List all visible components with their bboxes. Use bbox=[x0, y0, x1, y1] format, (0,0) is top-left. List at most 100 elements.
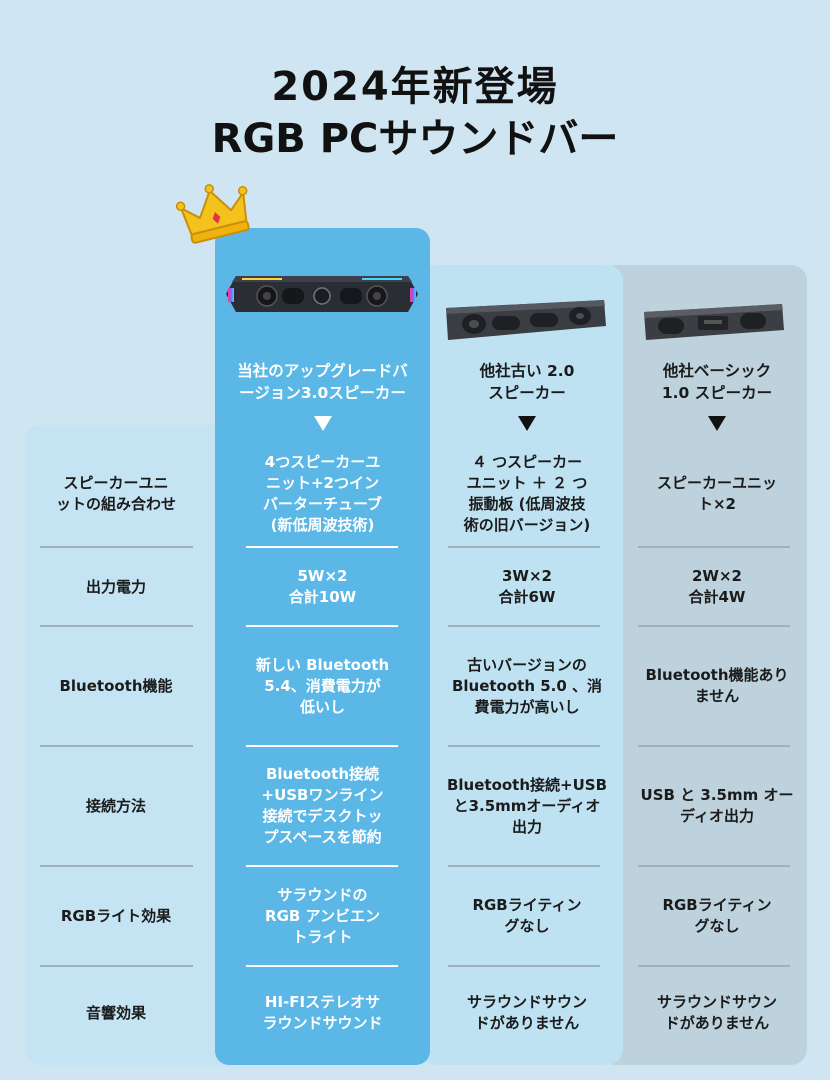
basic-1-0-soundbar-image bbox=[644, 304, 784, 340]
row-label-bluetooth: Bluetooth機能 bbox=[26, 627, 206, 745]
row-divider bbox=[448, 965, 600, 967]
cell-line: 費電力が高いし bbox=[474, 697, 580, 716]
cell-line: グなし bbox=[504, 917, 550, 935]
column-header-basic-line2: 1.0 スピーカー bbox=[661, 384, 773, 402]
row-divider bbox=[638, 625, 790, 627]
old-2-0-soundbar-image bbox=[446, 300, 606, 340]
row-label-line: Bluetooth機能 bbox=[59, 676, 173, 695]
cell-line: +USBワンライン bbox=[261, 786, 384, 804]
cell-line: Bluetooth 5.0 、消 bbox=[451, 676, 603, 695]
cell-old-sound-effect: サラウンドサウンドがありません bbox=[422, 967, 632, 1059]
cell-line: RGB アンビエン bbox=[265, 906, 380, 925]
row-label-connection: 接続方法 bbox=[26, 747, 206, 865]
cell-line: (新低周波技術) bbox=[270, 516, 375, 534]
down-arrow-icon bbox=[314, 416, 332, 431]
cell-line: RGBライティン bbox=[472, 896, 582, 914]
column-header-old-line1: 他社古い 2.0 bbox=[479, 362, 575, 380]
old-speaker-column-panel bbox=[420, 265, 623, 1065]
row-divider bbox=[246, 865, 398, 867]
cell-line: 低いし bbox=[299, 697, 345, 716]
cell-basic-speaker-units: スピーカーユニット×2 bbox=[612, 440, 822, 548]
cell-line: 合計4W bbox=[688, 588, 746, 606]
cell-ours-bluetooth: 新しい Bluetooth 5.4、消費電力が低いし bbox=[215, 627, 430, 745]
row-divider bbox=[448, 625, 600, 627]
row-divider bbox=[638, 745, 790, 747]
column-header-basic: 他社ベーシック 1.0 スピーカー bbox=[612, 360, 822, 404]
column-header-basic-line1: 他社ベーシック bbox=[662, 362, 772, 380]
cell-old-output-power: 3W×2 合計6W bbox=[422, 548, 632, 626]
basic-speaker-column-panel bbox=[600, 265, 807, 1065]
cell-line: バーターチューブ bbox=[262, 495, 383, 513]
cell-line: Bluetooth接続+USB bbox=[446, 775, 608, 794]
row-divider bbox=[638, 865, 790, 867]
cell-line: トライト bbox=[292, 927, 353, 946]
cell-line: 4つスピーカーユ bbox=[264, 453, 381, 471]
cell-old-speaker-units: ４ つスピーカーユニット ＋ ２ つ振動板 (低周波技術の旧バージョン) bbox=[422, 440, 632, 548]
rgb-soundbar-image bbox=[226, 276, 418, 312]
row-label-line: 接続方法 bbox=[85, 796, 146, 815]
cell-line: ユニット ＋ ２ つ bbox=[466, 474, 588, 492]
column-header-ours-line1: 当社のアップグレードバ bbox=[237, 362, 408, 380]
column-header-old: 他社古い 2.0 スピーカー bbox=[422, 360, 632, 404]
row-label-output-power: 出力電力 bbox=[26, 548, 206, 626]
cell-line: ニット+2つイン bbox=[265, 474, 379, 492]
cell-line: USB と 3.5mm オー bbox=[640, 786, 794, 804]
row-label-line: 音響効果 bbox=[85, 1003, 146, 1022]
cell-line: プスペースを節約 bbox=[263, 828, 382, 846]
cell-line: ４ つスピーカー bbox=[471, 453, 583, 471]
cell-line: グなし bbox=[694, 917, 740, 935]
row-divider bbox=[246, 625, 398, 627]
down-arrow-icon bbox=[518, 416, 536, 431]
column-header-old-line2: スピーカー bbox=[488, 384, 566, 402]
cell-basic-output-power: 2W×2 合計4W bbox=[612, 548, 822, 626]
cell-line: スピーカーユニッ bbox=[656, 474, 777, 492]
cell-basic-rgb-light: RGBライティングなし bbox=[612, 867, 822, 965]
cell-line: 合計6W bbox=[498, 588, 556, 606]
row-label-sound-effect: 音響効果 bbox=[26, 967, 206, 1059]
cell-line: 3W×2 bbox=[501, 567, 552, 585]
row-divider bbox=[40, 965, 193, 967]
row-label-line: ットの組み合わせ bbox=[55, 495, 176, 513]
cell-line: 術の旧バージョン) bbox=[463, 516, 591, 534]
row-divider bbox=[448, 745, 600, 747]
cell-line: 5.4、消費電力が bbox=[264, 676, 381, 695]
cell-line: ディオ出力 bbox=[680, 807, 754, 825]
row-label-rgb-light: RGBライト効果 bbox=[26, 867, 206, 965]
cell-line: ト×2 bbox=[697, 495, 736, 513]
row-divider bbox=[246, 965, 398, 967]
down-arrow-icon bbox=[708, 416, 726, 431]
cell-line: HI-FIステレオサ bbox=[264, 993, 381, 1011]
column-header-ours-line2: ージョン3.0スピーカー bbox=[239, 384, 406, 402]
page-title-line1: 2024年新登場 bbox=[271, 64, 559, 110]
cell-basic-bluetooth: Bluetooth機能ありません bbox=[612, 627, 822, 745]
cell-old-bluetooth: 古いバージョンの Bluetooth 5.0 、消費電力が高いし bbox=[422, 627, 632, 745]
cell-line: RGBライティン bbox=[662, 896, 772, 914]
cell-line: Bluetooth機能あり bbox=[645, 666, 789, 684]
our-speaker-column-panel bbox=[215, 228, 430, 1065]
cell-ours-connection: Bluetooth接続+USBワンライン接続でデスクトップスペースを節約 bbox=[215, 747, 430, 865]
cell-ours-sound-effect: HI-FIステレオサラウンドサウンド bbox=[215, 967, 430, 1059]
crown-icon bbox=[176, 184, 250, 244]
cell-line: Bluetooth接続 bbox=[265, 765, 380, 783]
cell-old-rgb-light: RGBライティングなし bbox=[422, 867, 632, 965]
row-divider bbox=[40, 865, 193, 867]
cell-line: 合計10W bbox=[288, 588, 357, 606]
cell-line: サラウンドサウン bbox=[656, 993, 777, 1011]
row-divider bbox=[40, 745, 193, 747]
cell-line: 新しい Bluetooth bbox=[255, 655, 390, 674]
cell-line: と3.5mmオーディオ bbox=[453, 796, 601, 815]
cell-line: 2W×2 bbox=[691, 567, 742, 585]
row-divider bbox=[638, 546, 790, 548]
cell-line: 振動板 (低周波技 bbox=[468, 495, 586, 513]
cell-basic-connection: USB と 3.5mm オーディオ出力 bbox=[612, 747, 822, 865]
row-divider bbox=[40, 625, 193, 627]
row-divider bbox=[40, 546, 193, 548]
page-title-line2: RGB PCサウンドバー bbox=[211, 116, 619, 162]
cell-basic-sound-effect: サラウンドサウンドがありません bbox=[612, 967, 822, 1059]
cell-line: ません bbox=[694, 687, 740, 705]
cell-line: 古いバージョンの bbox=[467, 655, 587, 674]
row-divider bbox=[246, 546, 398, 548]
row-divider bbox=[638, 965, 790, 967]
